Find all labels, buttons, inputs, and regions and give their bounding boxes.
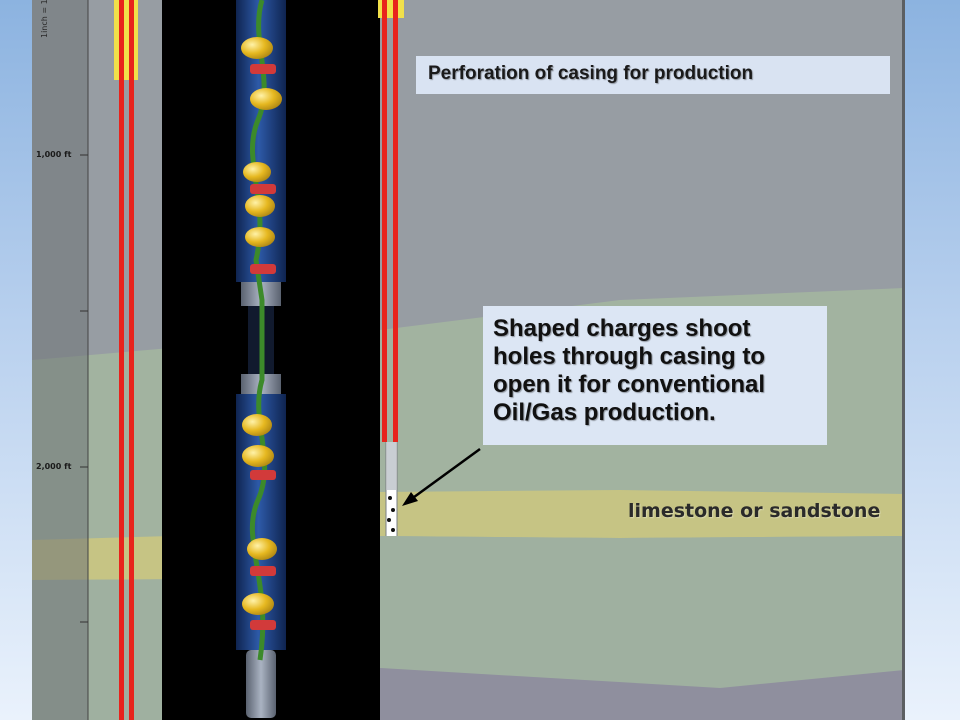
perforation-hole-icon xyxy=(391,528,395,532)
casing-wall-right xyxy=(393,0,398,442)
perforation-hole-icon xyxy=(387,518,391,522)
shaped-charge xyxy=(243,162,271,182)
slide-title: Perforation of casing for production xyxy=(416,56,890,94)
perforation-hole-icon xyxy=(388,496,392,500)
charge-band xyxy=(250,64,276,74)
charge-band xyxy=(250,470,276,480)
charge-band xyxy=(250,184,276,194)
depth-label-1000: 1,000 ft xyxy=(36,150,72,159)
shaped-charge-group xyxy=(241,37,282,630)
cement-sheath xyxy=(378,0,404,18)
perforating-gun xyxy=(236,0,286,718)
charge-band xyxy=(250,264,276,274)
charge-band xyxy=(250,566,276,576)
scale-note: 1inch = 1 xyxy=(40,0,49,38)
charge-band xyxy=(250,620,276,630)
casing-wall-left xyxy=(382,0,387,442)
shaped-charge xyxy=(242,414,272,436)
shaped-charge xyxy=(241,37,273,59)
shaped-charge xyxy=(245,195,275,217)
shaped-charge xyxy=(250,88,282,110)
casing-wall-left xyxy=(119,0,124,720)
casing-gap xyxy=(387,442,396,490)
dark-strip-left xyxy=(32,0,88,720)
layer-label: limestone or sandstone xyxy=(628,500,881,522)
shaped-charge xyxy=(242,593,274,615)
shaped-charge xyxy=(247,538,277,560)
shaped-charge-note: Shaped charges shoot holes through casin… xyxy=(483,306,827,445)
perforation-hole-icon xyxy=(391,508,395,512)
casing-wall-right xyxy=(129,0,134,720)
right-casing xyxy=(378,0,404,536)
shaped-charge xyxy=(242,445,274,467)
pointer-arrow-icon xyxy=(402,447,481,506)
gun-bull-nose xyxy=(246,650,276,718)
shaped-charge xyxy=(245,227,275,247)
depth-label-2000: 2,000 ft xyxy=(36,462,72,471)
panel-right-edge xyxy=(902,0,905,720)
deep-rock-layer xyxy=(380,668,904,720)
depth-scale xyxy=(80,0,89,720)
cement-sheath xyxy=(114,0,138,80)
left-casing xyxy=(114,0,138,720)
